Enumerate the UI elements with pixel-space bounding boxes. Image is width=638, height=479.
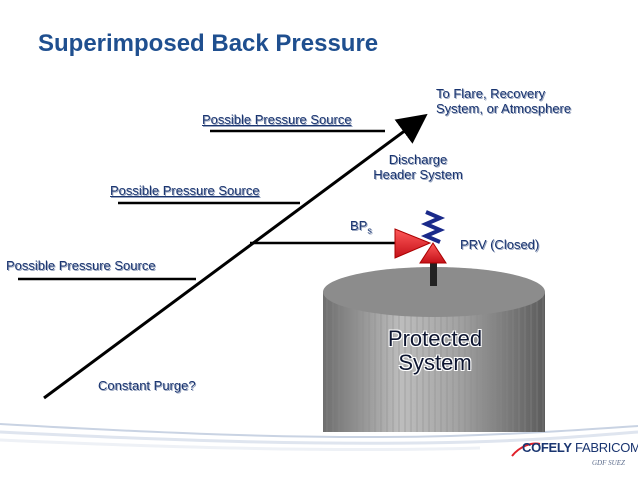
protected-system-label: Protected System (360, 327, 510, 375)
bp-label: BPs (350, 218, 372, 236)
prv-label: PRV (Closed) (460, 237, 540, 252)
protected-line-1: Protected (387, 326, 483, 351)
to-flare-label: To Flare, Recovery System, or Atmosphere (436, 86, 571, 116)
to-flare-line-1: To Flare, Recovery (436, 86, 546, 101)
vessel-nozzle (430, 262, 437, 286)
source-top-label: Possible Pressure Source (202, 112, 352, 127)
slide-title: Superimposed Back Pressure (38, 30, 379, 57)
logo-brand-light: FABRICOM (571, 440, 638, 455)
protected-line-2: System (398, 350, 472, 375)
protected-vessel (323, 267, 545, 432)
discharge-line-2: Header System (373, 167, 463, 182)
logo-subtitle: GDF SUEZ (592, 459, 625, 467)
valve-outlet-triangle (394, 228, 432, 259)
company-logo: COFELY FABRICOM (522, 440, 638, 455)
prv-valve (394, 210, 447, 264)
logo-brand-bold: COFELY (522, 440, 572, 455)
bp-subscript: s (367, 225, 372, 236)
logo-swoosh-icon (511, 442, 541, 457)
constant-purge-label: Constant Purge? (98, 378, 196, 393)
discharge-line-1: Discharge (388, 152, 448, 167)
source-left-label: Possible Pressure Source (6, 258, 156, 273)
to-flare-line-2: System, or Atmosphere (436, 101, 572, 116)
valve-inlet-triangle (419, 242, 447, 264)
discharge-header-arrow (43, 113, 428, 400)
discharge-header-label: Discharge Header System (362, 152, 474, 182)
source-mid-label: Possible Pressure Source (110, 183, 260, 198)
bottom-swoosh-decoration (0, 423, 638, 452)
bp-text: BP (350, 218, 368, 233)
valve-spring-icon (420, 210, 446, 244)
